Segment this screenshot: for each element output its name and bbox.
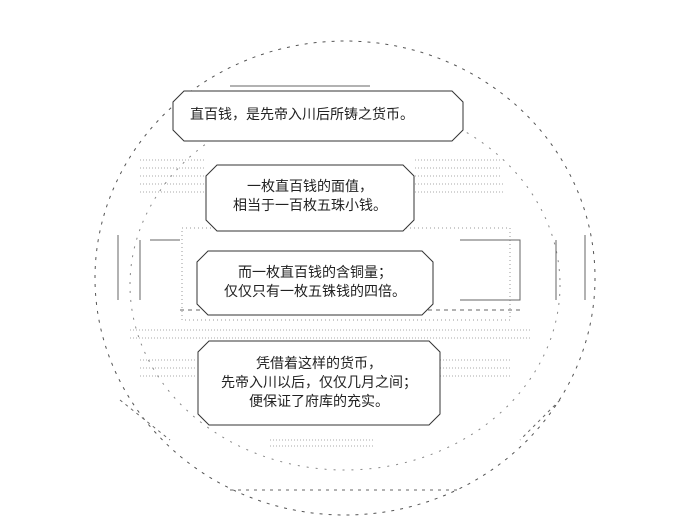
speech-panel-2: 一枚直百钱的面值， 相当于一百枚五珠小钱。 <box>205 164 415 232</box>
speech-panel-4: 凭借着这样的货币， 先帝入川以后，仅仅几月之间； 便保证了府库的充实。 <box>197 340 441 426</box>
panel-2-border <box>205 164 415 232</box>
panel-4-line-2: 先帝入川以后，仅仅几月之间； <box>221 375 417 391</box>
panel-2-line-2: 相当于一百枚五珠小钱。 <box>233 198 387 214</box>
coin-outer-rim <box>94 40 596 516</box>
panel-2-line-1: 一枚直百钱的面值， <box>247 179 373 195</box>
panel-4-line-1: 凭借着这样的货币， <box>256 356 382 372</box>
panel-3-line-1: 而一枚直百钱的含铜量； <box>238 265 392 281</box>
speech-panel-3: 而一枚直百钱的含铜量； 仅仅只有一枚五铢钱的四倍。 <box>196 250 434 316</box>
panel-4-border <box>197 340 441 426</box>
panel-1-border <box>172 90 464 142</box>
panel-3-line-2: 仅仅只有一枚五铢钱的四倍。 <box>224 284 406 300</box>
speech-panel-1: 直百钱，是先帝入川后所铸之货币。 <box>172 90 464 142</box>
panel-1-line-1: 直百钱，是先帝入川后所铸之货币。 <box>190 107 414 123</box>
coin-inner-rim <box>129 99 561 471</box>
panel-4-line-3: 便保证了府库的充实。 <box>249 394 389 410</box>
panel-3-border <box>196 250 434 316</box>
